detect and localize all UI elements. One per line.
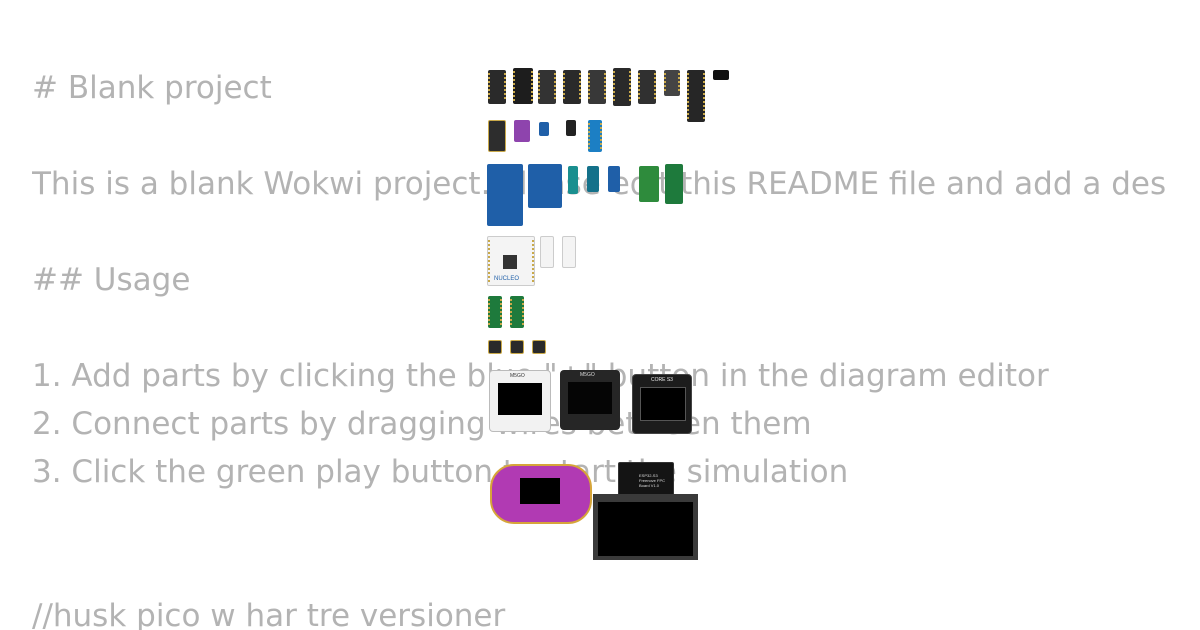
esp32-board-icon	[538, 70, 556, 104]
board-collage: NUCLEO M5GO M5GO CORE S3 ESP32-S3 Freeno…	[480, 60, 740, 570]
esp32-board-icon	[638, 70, 656, 104]
pico-board-icon	[488, 296, 502, 328]
module-icon	[488, 340, 502, 354]
arduino-board-icon	[665, 164, 683, 204]
esp32-board-icon	[539, 122, 549, 136]
esp32-board-icon	[566, 120, 576, 136]
readme-description: This is a blank Wokwi project. Please ed…	[32, 166, 1166, 202]
module-icon	[510, 340, 524, 354]
readme-step-3: 3. Click the green play button to start …	[32, 454, 849, 490]
esp32-board-icon	[514, 120, 530, 142]
esp32-board-icon	[613, 68, 631, 106]
esp32-board-icon	[513, 68, 533, 104]
m5stack-icon: M5GO	[489, 370, 551, 432]
readme-heading: # Blank project	[32, 70, 272, 106]
esp32-board-icon	[713, 70, 729, 80]
m5-label: M5GO	[580, 372, 595, 378]
m5stack-icon: M5GO	[560, 370, 620, 430]
arduino-board-icon	[487, 164, 523, 226]
arduino-board-icon	[639, 166, 659, 202]
module-icon	[532, 340, 546, 354]
arduino-board-icon	[568, 166, 578, 194]
m5-label: M5GO	[510, 373, 525, 379]
pico-board-icon	[510, 296, 524, 328]
badge-board-icon	[490, 464, 592, 524]
m5stack-icon: CORE S3	[632, 374, 692, 434]
esp32-board-icon	[563, 70, 581, 104]
esp32-board-icon	[687, 70, 705, 122]
arduino-board-icon	[528, 164, 562, 208]
stm32-board-icon	[562, 236, 576, 268]
readme-comment: //husk pico w har tre versioner	[32, 598, 506, 630]
stm32-board-icon: NUCLEO	[487, 236, 535, 286]
esp32-board-icon	[588, 70, 606, 104]
arduino-board-icon	[608, 166, 620, 192]
esp32-board-icon	[664, 70, 680, 96]
m5-label: CORE S3	[651, 377, 673, 383]
readme-preview: # Blank project This is a blank Wokwi pr…	[32, 0, 1166, 630]
esp32-board-icon	[488, 120, 506, 152]
stm32-label: NUCLEO	[494, 276, 520, 282]
readme-usage-heading: ## Usage	[32, 262, 191, 298]
lcd-display-icon	[593, 494, 698, 560]
esp32-s3-box-label: ESP32-S3 Freenove FPC Board V1.0	[639, 473, 666, 488]
esp32-board-icon	[588, 120, 602, 152]
esp32-board-icon	[488, 70, 506, 104]
stm32-board-icon	[540, 236, 554, 268]
arduino-board-icon	[587, 166, 599, 192]
